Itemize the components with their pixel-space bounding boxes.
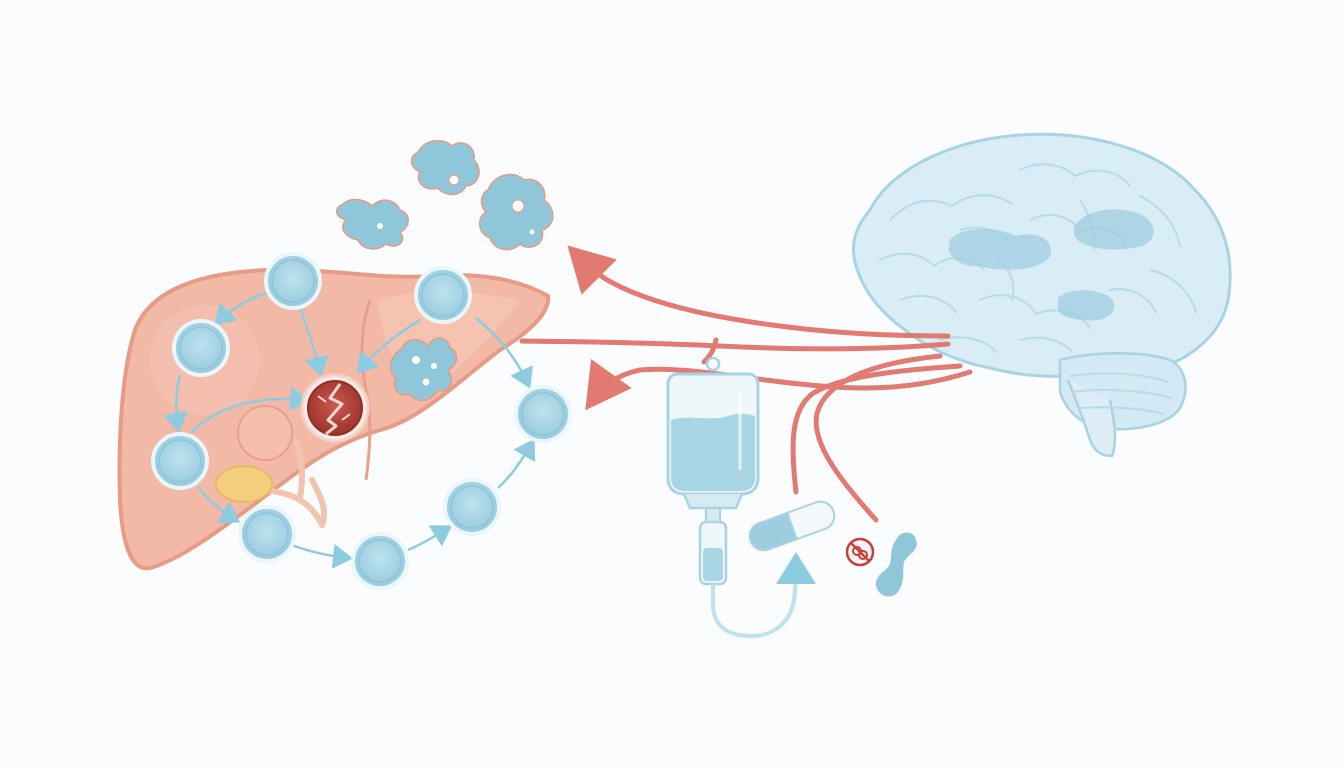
hepatocyte-flow-arrows xyxy=(163,290,536,569)
toxin-molecule-icon xyxy=(876,532,917,597)
pathway-line xyxy=(567,245,951,339)
pathway-line xyxy=(813,353,943,523)
hepatocyte-cells xyxy=(151,252,572,590)
hepatocyte-cell xyxy=(351,532,409,590)
flow-arrow xyxy=(407,525,453,552)
flow-arrow xyxy=(291,543,353,569)
flow-arrow xyxy=(298,307,329,377)
iv-bag-icon xyxy=(666,356,816,639)
hepatocyte-cell xyxy=(238,505,296,563)
hepatocyte-cell xyxy=(443,478,501,536)
flow-arrow xyxy=(475,317,534,389)
toxin-molecule-icon xyxy=(389,337,458,402)
brain-affected-regions xyxy=(948,209,1154,321)
pathway-line xyxy=(519,338,951,352)
iv-tubing xyxy=(711,552,816,639)
flow-arrow xyxy=(197,486,241,524)
floating-toxins xyxy=(335,139,554,251)
liver-nodule xyxy=(237,405,293,461)
toxin-molecule-icon xyxy=(478,173,554,251)
brain-icon xyxy=(852,132,1232,458)
hepatocyte-cell xyxy=(514,385,572,443)
flow-arrow xyxy=(356,318,421,374)
flow-arrow xyxy=(497,438,536,489)
pathway-line xyxy=(585,359,973,411)
liver-lobe-divider xyxy=(360,299,372,481)
flow-arrow xyxy=(214,290,269,326)
toxin-molecule-icon xyxy=(335,198,409,250)
capsule-icon xyxy=(748,500,836,552)
pathway-line xyxy=(701,337,719,365)
gallbladder xyxy=(215,465,273,503)
brain-stem xyxy=(1066,379,1117,458)
iv-bag-fluid xyxy=(671,413,755,491)
hepatocyte-cell xyxy=(151,432,209,490)
hepatocyte-cell xyxy=(414,266,472,324)
toxin-molecule-icon xyxy=(410,139,480,196)
brain-folds xyxy=(879,163,1197,415)
pathway-line xyxy=(790,363,963,495)
flow-arrow xyxy=(163,374,188,433)
flow-arrow xyxy=(191,386,310,433)
damaged-cell-icon xyxy=(300,373,370,443)
no-symbol-icon xyxy=(845,537,875,567)
hepatocyte-cell xyxy=(172,319,230,377)
hepatocyte-cell xyxy=(264,252,322,310)
